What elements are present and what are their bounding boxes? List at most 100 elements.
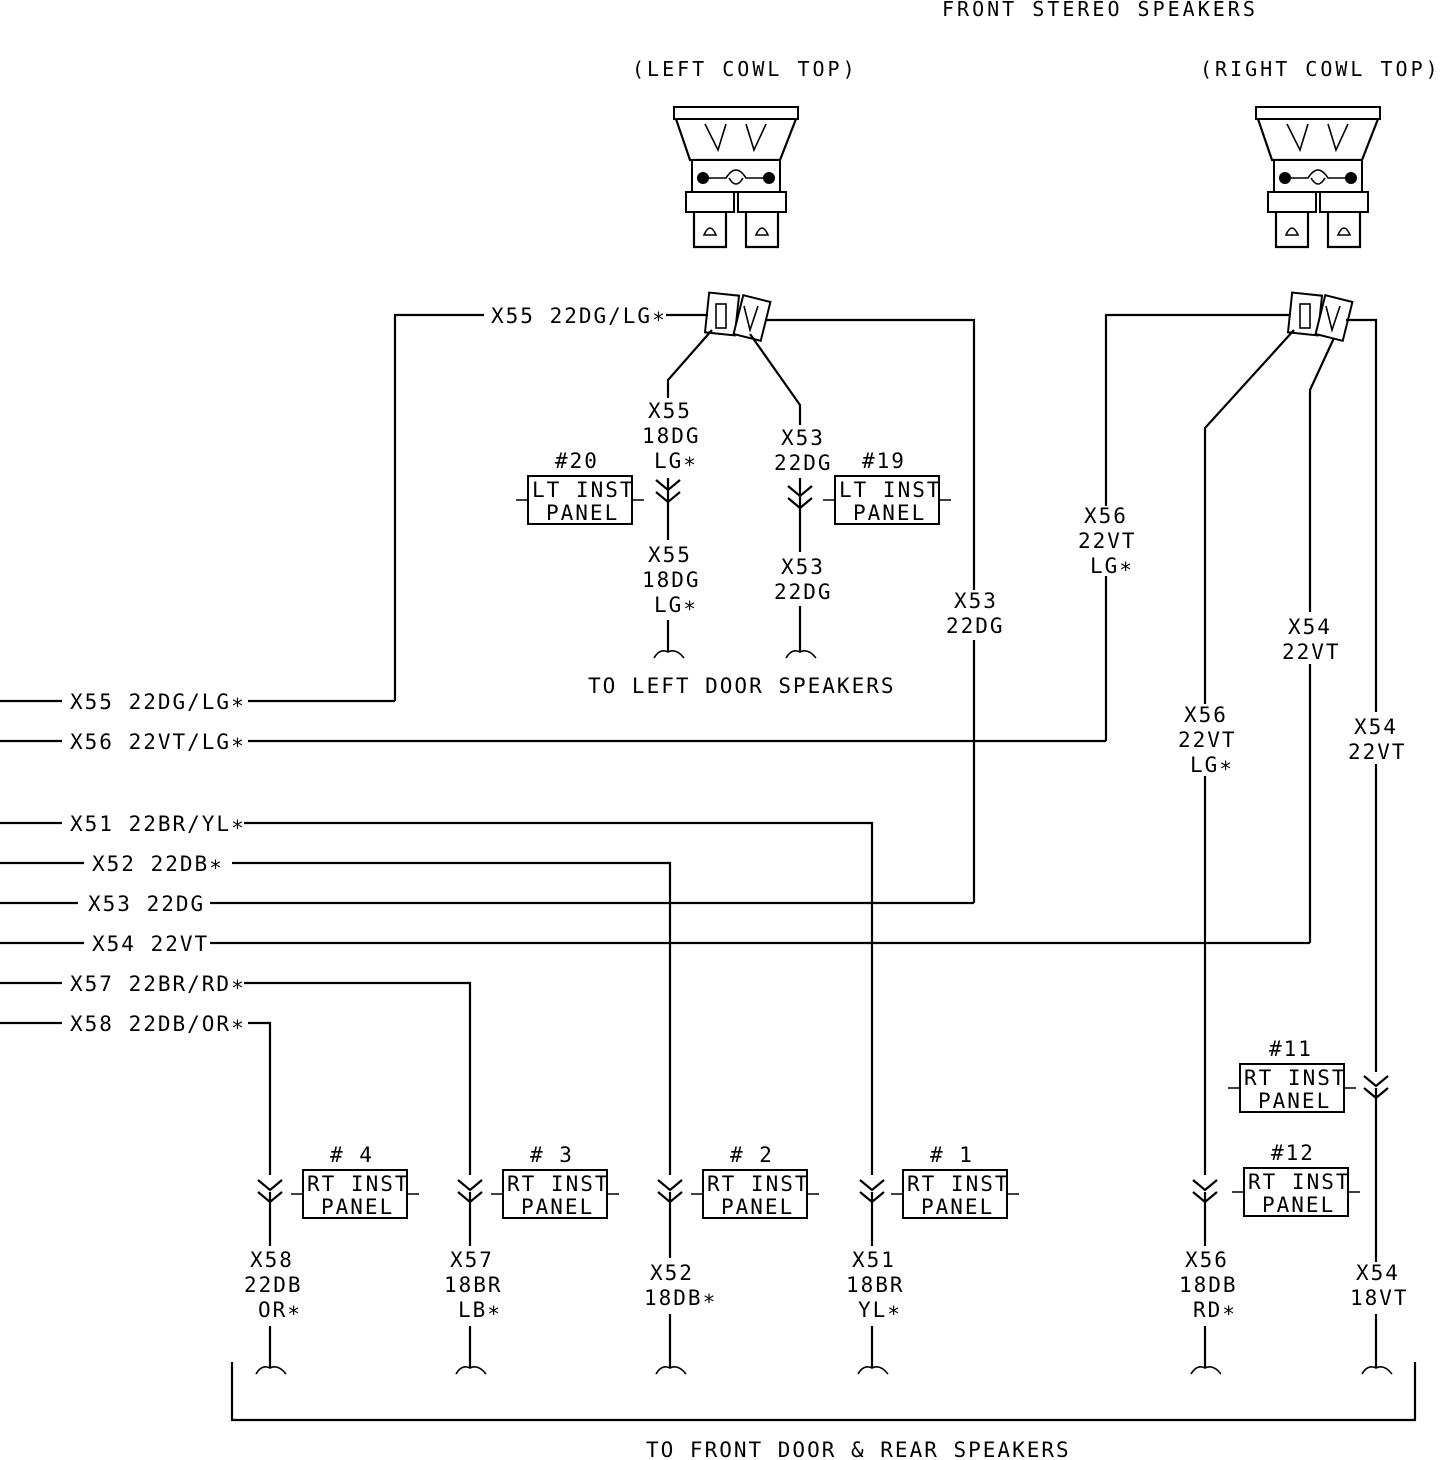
- svg-text:LG∗: LG∗: [654, 449, 698, 473]
- wire-x55-top: [393, 313, 484, 701]
- wire-label-x53-c: X53 22DG: [946, 589, 1005, 638]
- svg-text:LG∗: LG∗: [1190, 753, 1234, 777]
- left-speaker-connector: [703, 291, 772, 343]
- svg-text:18DB∗: 18DB∗: [644, 1286, 717, 1310]
- wire-label-x55-top: X55 22DG/LG∗: [491, 304, 667, 328]
- svg-text:X53: X53: [781, 426, 825, 450]
- svg-text:PANEL: PANEL: [853, 501, 926, 525]
- svg-text:X53 22DG: X53 22DG: [88, 892, 205, 916]
- wire-label-x53-b: X53 22DG: [774, 555, 833, 604]
- bottom-wire-ends: [255, 1314, 1393, 1375]
- svg-text:# 3: # 3: [530, 1143, 574, 1167]
- svg-text:X54: X54: [1288, 615, 1332, 639]
- svg-text:#11: #11: [1269, 1037, 1313, 1061]
- right-speaker-connector: [1286, 291, 1354, 343]
- left-location-label: (LEFT COWL TOP): [632, 57, 858, 81]
- wire-label-x53-a: X53 22DG: [774, 426, 833, 475]
- svg-text:LT INST: LT INST: [532, 478, 635, 502]
- wire-label-x55-b: X55 18DG LG∗: [642, 543, 701, 617]
- svg-text:18DG: 18DG: [642, 568, 701, 592]
- svg-text:RT INST: RT INST: [507, 1172, 610, 1196]
- svg-text:OR∗: OR∗: [258, 1298, 302, 1322]
- svg-text:22VT: 22VT: [1348, 740, 1407, 764]
- wire-x54-far-right: [1346, 318, 1378, 712]
- svg-text:PANEL: PANEL: [1258, 1089, 1331, 1113]
- svg-text:PANEL: PANEL: [321, 1195, 394, 1219]
- svg-text:LG∗: LG∗: [654, 593, 698, 617]
- diagram-title: FRONT STEREO SPEAKERS: [942, 0, 1258, 21]
- svg-text:LT INST: LT INST: [839, 478, 942, 502]
- svg-text:22DG: 22DG: [774, 580, 833, 604]
- svg-text:#12: #12: [1271, 1141, 1315, 1165]
- svg-text:18VT: 18VT: [1350, 1286, 1409, 1310]
- svg-text:#20: #20: [555, 449, 599, 473]
- svg-text:LG∗: LG∗: [1090, 554, 1134, 578]
- svg-text:X51: X51: [852, 1248, 896, 1272]
- svg-text:# 4: # 4: [330, 1143, 374, 1167]
- wire-label-x54-b: X54 22VT: [1348, 715, 1407, 764]
- svg-text:X56: X56: [1184, 703, 1228, 727]
- svg-text:X58: X58: [250, 1248, 294, 1272]
- svg-text:22VT: 22VT: [1178, 728, 1237, 752]
- svg-text:X57: X57: [450, 1248, 494, 1272]
- svg-text:#19: #19: [862, 449, 906, 473]
- svg-text:RT INST: RT INST: [907, 1172, 1010, 1196]
- connector-4: # 4 RT INST PANEL: [257, 1143, 419, 1246]
- svg-text:X56 22VT/LG∗: X56 22VT/LG∗: [70, 730, 246, 754]
- svg-text:# 1: # 1: [930, 1143, 974, 1167]
- svg-text:X58 22DB/OR∗: X58 22DB/OR∗: [70, 1012, 246, 1036]
- connector-1: # 1 RT INST PANEL: [859, 1143, 1019, 1246]
- svg-text:X53: X53: [781, 555, 825, 579]
- connector-11: #11 RT INST PANEL: [1228, 1037, 1389, 1262]
- connector-12: #12 RT INST PANEL: [1192, 1141, 1360, 1246]
- svg-text:22VT: 22VT: [1078, 529, 1137, 553]
- svg-text:X54: X54: [1354, 715, 1398, 739]
- svg-text:X55: X55: [648, 543, 692, 567]
- svg-text:LB∗: LB∗: [458, 1298, 502, 1322]
- svg-text:PANEL: PANEL: [1262, 1193, 1335, 1217]
- svg-text:X54: X54: [1356, 1261, 1400, 1285]
- right-location-label: (RIGHT COWL TOP): [1200, 57, 1440, 81]
- svg-text:X56: X56: [1084, 504, 1128, 528]
- svg-text:22DG: 22DG: [774, 451, 833, 475]
- wire-label-x54-a: X54 22VT: [1282, 615, 1341, 664]
- svg-text:X57 22BR/RD∗: X57 22BR/RD∗: [70, 972, 246, 996]
- bus-labels: X55 22DG/LG∗ X56 22VT/LG∗ X51 22BR/YL∗ X…: [70, 690, 246, 1036]
- svg-text:PANEL: PANEL: [521, 1195, 594, 1219]
- wire-label-x58: X58 22DB OR∗: [244, 1248, 303, 1322]
- connector-2: # 2 RT INST PANEL: [657, 1143, 819, 1258]
- front-rear-destination: TO FRONT DOOR & REAR SPEAKERS: [646, 1438, 1071, 1460]
- svg-text:RD∗: RD∗: [1193, 1298, 1237, 1322]
- bus-wires: [0, 699, 1310, 1175]
- wire-label-x56-b: X56 22VT LG∗: [1178, 703, 1237, 777]
- left-door-destination: TO LEFT DOOR SPEAKERS: [588, 674, 896, 698]
- wire-label-x56-bottom: X56 18DB RD∗: [1179, 1248, 1238, 1322]
- wire-label-x57: X57 18BR LB∗: [444, 1248, 502, 1322]
- svg-text:18BR: 18BR: [846, 1273, 905, 1297]
- svg-text:RT INST: RT INST: [1244, 1066, 1347, 1090]
- wire-label-x51: X51 18BR YL∗: [846, 1248, 905, 1322]
- svg-text:PANEL: PANEL: [921, 1195, 994, 1219]
- connector-20: #20 LT INST PANEL: [516, 449, 681, 540]
- svg-text:RT INST: RT INST: [1248, 1170, 1351, 1194]
- svg-text:22DB: 22DB: [244, 1273, 303, 1297]
- svg-text:RT INST: RT INST: [307, 1172, 410, 1196]
- wire-label-x52: X52 18DB∗: [644, 1261, 717, 1310]
- left-speaker-icon: [673, 106, 799, 249]
- wire-x53-speaker-feed: [766, 318, 976, 590]
- svg-text:# 2: # 2: [730, 1143, 774, 1167]
- right-speaker-icon: [1255, 106, 1381, 249]
- wire-label-x54-bottom: X54 18VT: [1350, 1261, 1409, 1310]
- svg-text:22DG: 22DG: [946, 614, 1005, 638]
- wire-x54-right-down: [1308, 337, 1335, 612]
- svg-text:X51 22BR/YL∗: X51 22BR/YL∗: [70, 812, 246, 836]
- svg-text:22VT: 22VT: [1282, 640, 1341, 664]
- svg-text:PANEL: PANEL: [546, 501, 619, 525]
- connector-19: #19 LT INST PANEL: [787, 449, 951, 552]
- svg-text:18DB: 18DB: [1179, 1273, 1238, 1297]
- wire-x55-to-door: [666, 329, 713, 398]
- svg-text:X54 22VT: X54 22VT: [92, 932, 209, 956]
- svg-text:YL∗: YL∗: [858, 1298, 902, 1322]
